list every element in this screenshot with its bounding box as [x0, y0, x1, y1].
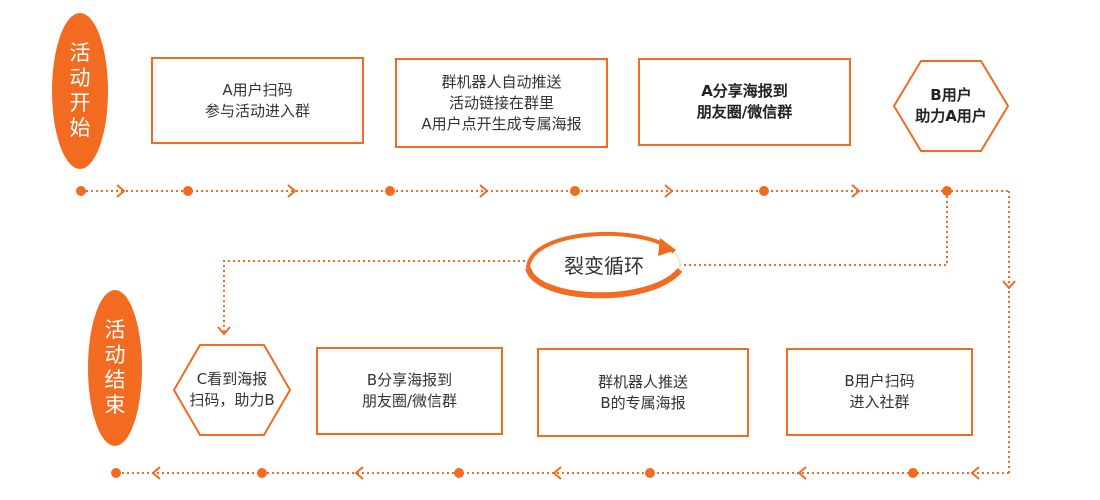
- right-connector-arrow: [1002, 280, 1016, 290]
- step-box-3: [638, 58, 851, 146]
- step-6-text: 群机器人推送 B的专属海报: [597, 372, 688, 412]
- step-1-text: A用户扫码 参与活动进入群: [204, 80, 310, 120]
- loop-swoosh: [525, 232, 683, 299]
- loop-connector-right: [680, 191, 948, 266]
- bottom-timeline-chevrons: [151, 466, 980, 480]
- step-4-text: B用户 助力A用户: [915, 86, 987, 125]
- start-label: 活 动 开 始: [69, 41, 91, 140]
- loop-connector-arrow: [217, 326, 231, 336]
- step-7-text: B分享海报到 朋友圈/微信群: [361, 371, 458, 410]
- step-hexagon-4: [892, 60, 1010, 152]
- top-timeline-dots: [76, 186, 952, 196]
- step-2-text: 群机器人自动推送 活动链接在群里 A用户点开生成专属海报: [421, 72, 582, 133]
- end-badge: [88, 290, 142, 446]
- step-8-text: C看到海报 扫码，助力B: [189, 370, 275, 409]
- step-hexagon-8: [172, 344, 292, 436]
- step-box-7: [316, 347, 503, 435]
- top-timeline-chevrons: [116, 184, 861, 198]
- start-badge: [52, 13, 108, 169]
- step-box-6: [537, 348, 749, 437]
- step-box-1: [151, 57, 364, 144]
- bottom-timeline-dots: [111, 468, 918, 478]
- step-box-5: [786, 348, 973, 436]
- step-3-text: A分享海报到 朋友圈/微信群: [696, 82, 793, 121]
- loop-connector-left: [223, 260, 525, 333]
- step-5-text: B用户扫码 进入社群: [844, 372, 915, 411]
- end-label: 活 动 结 束: [104, 318, 126, 417]
- loop-label: 裂变循环: [564, 253, 644, 278]
- step-box-2: [395, 58, 608, 148]
